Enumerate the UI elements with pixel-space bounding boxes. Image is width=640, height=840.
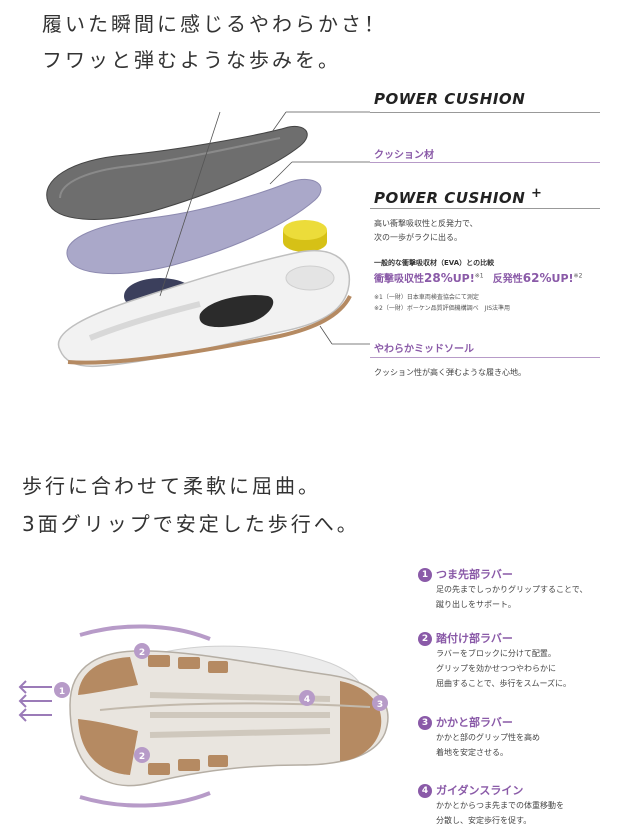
marker-4: 4 [304, 695, 310, 705]
midsole-layer [57, 250, 351, 368]
rebound-value: 62% [522, 271, 552, 285]
marker-3: 3 [377, 700, 383, 710]
feature-item: 4 ガイダンスライン かかとからつま先までの体重移動を 分散し、安定歩行を促す。 [418, 782, 633, 840]
feature-desc: ラバーをブロックに分けて配置。 グリップを効かせつつやわらかに 屈曲することで、… [436, 649, 572, 688]
feature-item: 2 踏付け部ラバー ラバーをブロックに分けて配置。 グリップを効かせつつやわらかに… [418, 630, 633, 714]
divider [370, 208, 600, 209]
feature-title: かかと部ラバー [436, 716, 513, 729]
headline-softness: 履いた瞬間に感じるやわらかさ！ [42, 12, 387, 36]
feature-desc: かかとからつま先までの体重移動を 分散し、安定歩行を促す。 [436, 801, 564, 825]
rebound-up: UP! [551, 272, 574, 285]
marker-2-bottom: 2 [139, 752, 145, 762]
comparison-title: 一般的な衝撃吸収材（EVA）との比較 [374, 259, 495, 267]
insole-layer [46, 126, 308, 220]
feature-title: ガイダンスライン [436, 784, 524, 797]
divider [370, 357, 600, 358]
rebound-note: ※2 [573, 272, 583, 280]
exploded-shoe-illustration [46, 111, 370, 368]
absorb-value: 28% [424, 271, 453, 285]
power-cushion-logo: POWER CUSHION [374, 90, 526, 108]
headline-grip: 3面グリップで安定した歩行へ。 [22, 512, 360, 536]
headline-bounce: フワッと弾むような歩みを。 [42, 48, 341, 72]
absorb-label: 衝撃吸収性 [374, 274, 424, 285]
marker-1: 1 [59, 687, 65, 697]
direction-arrows [18, 680, 52, 722]
divider [370, 112, 600, 113]
feature-title: つま先部ラバー [436, 568, 513, 581]
outsole-shape [69, 650, 389, 787]
midsole-dark-insert [199, 294, 274, 328]
desc-line: 高い衝撃吸収性と反発力で、 [374, 219, 478, 228]
absorb-up: UP! [452, 272, 475, 285]
feature-number: 2 [418, 632, 432, 646]
cushion-material-label: クッション材 [374, 150, 434, 161]
sole-markers: 1 2 2 3 4 [54, 643, 388, 763]
headline-flex: 歩行に合わせて柔軟に屈曲。 [22, 474, 321, 498]
power-cushion-plus-logo: POWER CUSHION + [374, 186, 542, 207]
midsole-desc: クッション性が高く弾むような履き心地。 [374, 368, 526, 377]
plus-mark: + [530, 186, 543, 201]
yellow-cushion-pad [283, 220, 327, 252]
power-cushion-plus-text: POWER CUSHION [374, 189, 526, 207]
divider [370, 162, 600, 163]
rebound-label: 反発性 [492, 274, 523, 285]
outsole-illustration: 1 2 2 3 4 [18, 624, 389, 808]
cushion-layer [66, 178, 322, 274]
power-cushion-plus-desc: 高い衝撃吸収性と反発力で、 次の一歩がラクに出る。 [374, 217, 478, 245]
feature-number: 4 [418, 784, 432, 798]
feature-item: 3 かかと部ラバー かかと部のグリップ性を高め 着地を安定させる。 [418, 714, 633, 782]
comparison-stats: 衝撃吸収性28%UP!※1 反発性62%UP!※2 [374, 270, 582, 285]
midsole-label: やわらかミッドソール [374, 344, 474, 355]
feature-desc: 足の先までしっかりグリップすることで、 蹴り出しをサポート。 [436, 585, 588, 609]
feature-title: 踏付け部ラバー [436, 632, 513, 645]
feature-desc: かかと部のグリップ性を高め 着地を安定させる。 [436, 733, 540, 757]
feature-number: 1 [418, 568, 432, 582]
feature-number: 3 [418, 716, 432, 730]
footnotes: ※1（一財）日本車両検査協会にて測定 ※2（一財）ボーケン品質評価機構調べ JI… [374, 292, 510, 314]
feature-item: 1 つま先部ラバー 足の先までしっかりグリップすることで、 蹴り出しをサポート。 [418, 566, 633, 630]
desc-line: 次の一歩がラクに出る。 [374, 233, 462, 242]
footnote: ※2（一財）ボーケン品質評価機構調べ JIS法準用 [374, 305, 511, 312]
footnote: ※1（一財）日本車両検査協会にて測定 [374, 294, 479, 301]
marker-2-top: 2 [139, 648, 145, 658]
absorb-note: ※1 [474, 272, 484, 280]
